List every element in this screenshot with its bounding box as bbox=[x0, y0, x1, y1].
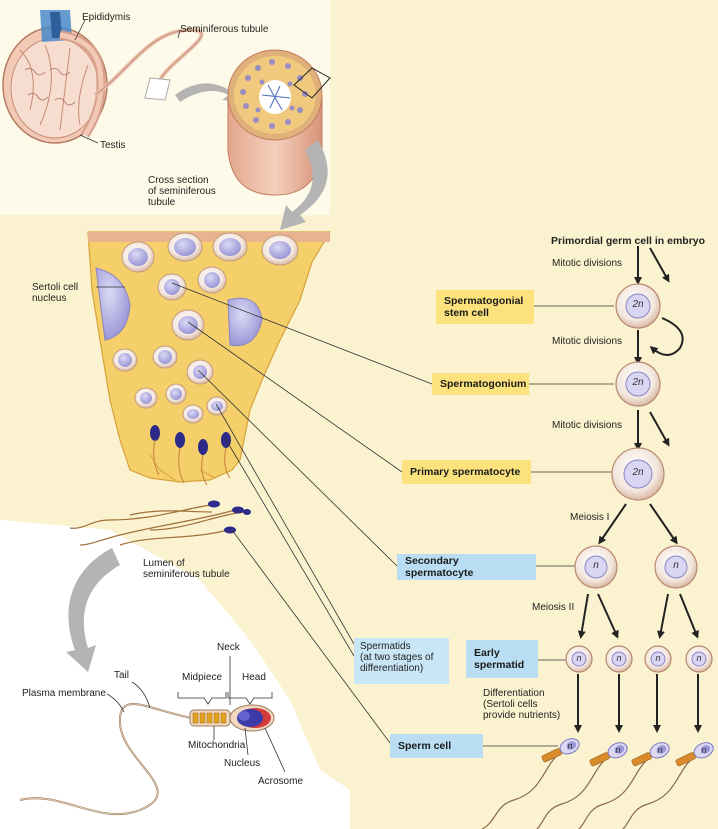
gray-arrow-2 bbox=[280, 140, 328, 230]
stage-spermatogonium: Spermatogonium bbox=[432, 373, 529, 395]
ploidy-secondary-left: n bbox=[593, 560, 599, 571]
ploidy-spermatid-1: n bbox=[576, 653, 582, 663]
sperm-detail-leaders bbox=[106, 656, 286, 773]
stage-leader-lines bbox=[96, 282, 614, 747]
ploidy-sperm-1: n bbox=[567, 741, 573, 751]
stage-secondary-spermatocyte: Secondary spermatocyte bbox=[397, 554, 536, 580]
lumen-sperm-heads bbox=[208, 500, 251, 534]
label-acrosome: Acrosome bbox=[258, 776, 304, 787]
ploidy-stem-cell: 2n bbox=[632, 299, 644, 310]
stage-sperm-cell: Sperm cell bbox=[390, 734, 483, 758]
process-differentiation: Differentiation (Sertoli cells provide n… bbox=[483, 688, 561, 721]
label-midpiece: Midpiece bbox=[182, 672, 223, 683]
note-spermatids: Spermatids (at two stages of differentia… bbox=[354, 638, 449, 684]
process-meiosis-2: Meiosis II bbox=[532, 602, 575, 613]
label-cross-section: Cross section of seminiferous tubule bbox=[148, 175, 216, 208]
ploidy-spermatid-2: n bbox=[616, 653, 622, 663]
cross-section-illustration bbox=[227, 49, 331, 196]
label-mitochondria: Mitochondria bbox=[188, 740, 246, 751]
gray-arrow-1 bbox=[175, 83, 242, 102]
label-nucleus: Nucleus bbox=[224, 758, 261, 769]
sperm-detail bbox=[19, 703, 275, 816]
ploidy-primary: 2n bbox=[632, 467, 644, 478]
label-sertoli-nucleus: Sertoli cell nucleus bbox=[32, 282, 79, 304]
ploidy-sperm-2: n bbox=[615, 745, 621, 755]
ploidy-spermatid-4: n bbox=[696, 653, 702, 663]
label-primordial-germ-cell: Primordial germ cell in embryo bbox=[551, 235, 706, 247]
wedge-cells bbox=[95, 232, 299, 486]
label-neck: Neck bbox=[217, 642, 240, 653]
label-lumen: Lumen of seminiferous tubule bbox=[143, 558, 230, 580]
lineage-cells bbox=[565, 283, 713, 673]
process-meiosis-1: Meiosis I bbox=[570, 512, 610, 523]
process-mitotic-divisions-1: Mitotic divisions bbox=[552, 258, 623, 269]
label-testis: Testis bbox=[100, 140, 126, 151]
gray-arrow-3 bbox=[66, 548, 120, 672]
ploidy-secondary-right: n bbox=[673, 560, 679, 571]
lineage-arrows bbox=[574, 246, 702, 733]
ploidy-spermatogonium: 2n bbox=[632, 377, 644, 388]
tubule-wedge bbox=[87, 231, 332, 483]
final-sperm-cells bbox=[477, 738, 714, 829]
lumen-sperm bbox=[69, 504, 246, 546]
stage-primary-spermatocyte: Primary spermatocyte bbox=[402, 460, 531, 484]
ploidy-sperm-3: n bbox=[657, 745, 663, 755]
process-mitotic-divisions-3: Mitotic divisions bbox=[552, 420, 623, 431]
label-epididymis: Epididymis bbox=[82, 12, 131, 23]
ploidy-spermatid-3: n bbox=[655, 653, 661, 663]
label-plasma-membrane: Plasma membrane bbox=[22, 688, 106, 699]
stage-early-spermatid: Early spermatid bbox=[466, 640, 538, 678]
label-seminiferous-tubule: Seminiferous tubule bbox=[180, 24, 269, 35]
label-head: Head bbox=[242, 672, 266, 683]
process-mitotic-divisions-2: Mitotic divisions bbox=[552, 336, 623, 347]
ploidy-sperm-4: n bbox=[701, 745, 707, 755]
label-tail: Tail bbox=[114, 670, 130, 681]
stage-spermatogonial-stem-cell: Spermatogonial stem cell bbox=[436, 290, 534, 324]
